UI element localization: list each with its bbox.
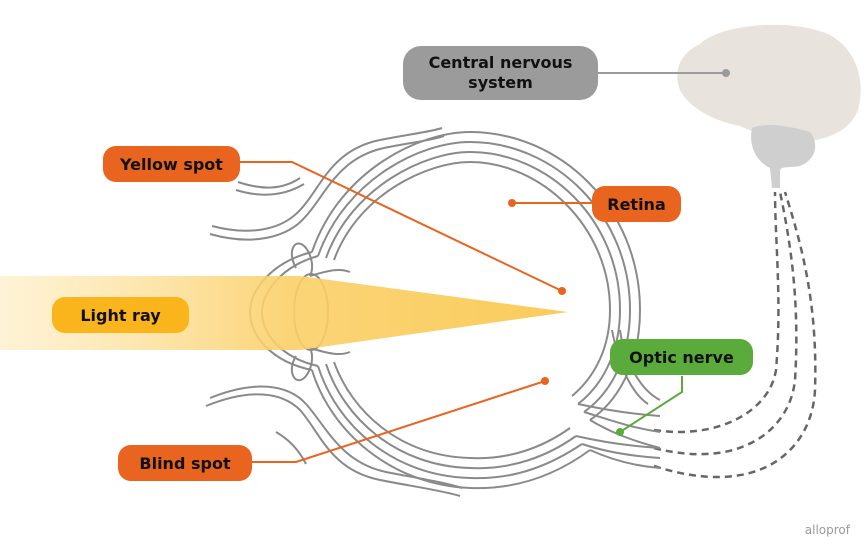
leader-lines xyxy=(236,161,683,463)
label-blind-spot: Blind spot xyxy=(118,445,252,481)
nerve-pathways xyxy=(653,191,817,479)
brainstem xyxy=(751,125,816,188)
label-light-ray: Light ray xyxy=(52,297,189,333)
label-cns-line2: system xyxy=(468,73,533,92)
optic-nerve-dot xyxy=(616,428,624,436)
optic-nerve-leader xyxy=(619,376,683,433)
label-yellow-spot: Yellow spot xyxy=(103,146,240,182)
brain xyxy=(677,24,861,143)
optic-nerve-bundle xyxy=(575,329,661,469)
blind-spot-leader xyxy=(252,380,546,463)
yellow-spot-leader xyxy=(236,161,563,292)
retina-dot xyxy=(508,199,516,207)
label-retina: Retina xyxy=(592,186,681,222)
cns-dot xyxy=(722,69,730,77)
yellow-spot-dot xyxy=(558,287,566,295)
label-central-nervous-system: Central nervous system xyxy=(403,46,598,100)
label-optic-nerve: Optic nerve xyxy=(610,339,753,375)
label-cns-line1: Central nervous xyxy=(428,53,573,72)
alloprof-watermark: alloprof xyxy=(804,523,850,537)
blind-spot-dot xyxy=(541,377,549,385)
